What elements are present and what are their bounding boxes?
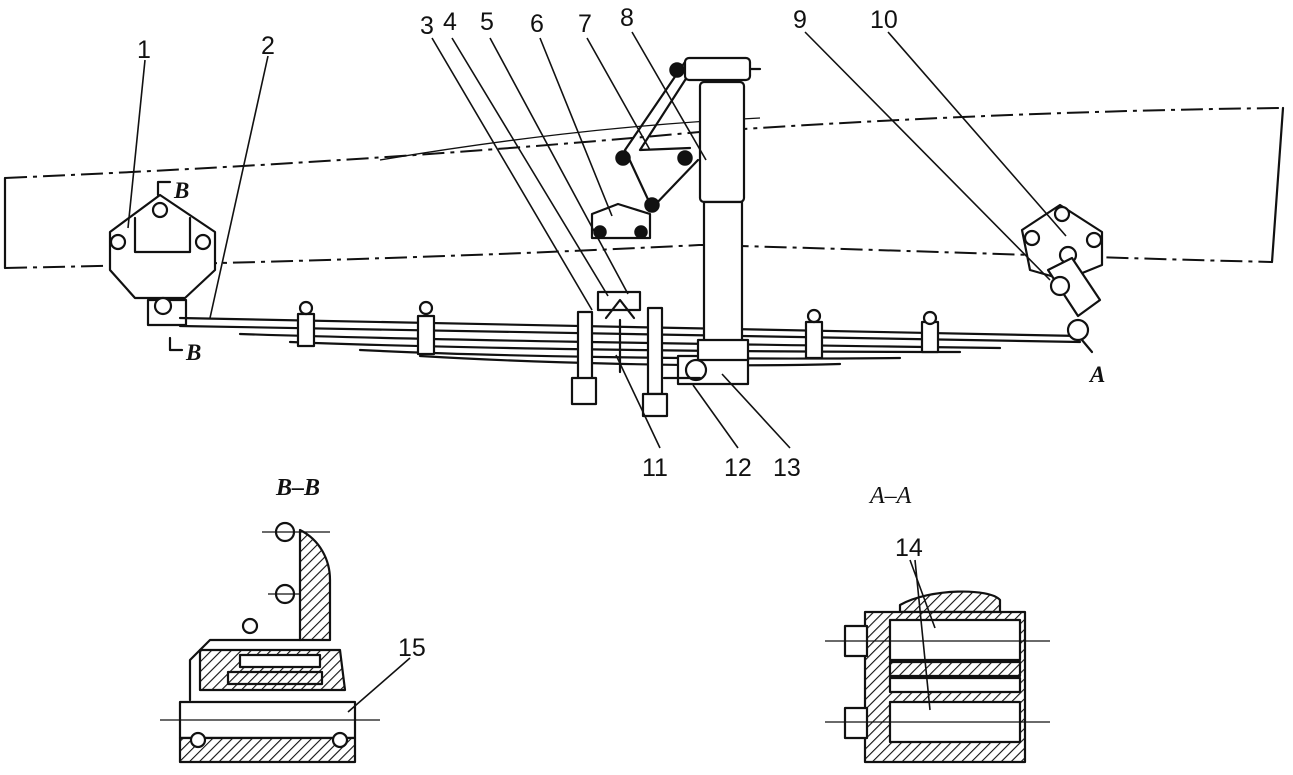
callout-labels: 1 2 3 4 5 6 7 8 9 10 11 12 13 14 15: [137, 4, 923, 662]
section-aa-view: [825, 559, 1050, 764]
u-bolts-and-saddle: [570, 290, 669, 418]
shock-absorber-bracket: [615, 58, 700, 213]
callout-9: 9: [793, 6, 807, 34]
callout-2: 2: [261, 32, 275, 60]
section-b-markers: [156, 180, 184, 352]
rebound-stop: [590, 202, 652, 240]
section-mark-b-bottom: B: [185, 340, 201, 365]
spring-clips: [296, 300, 940, 360]
callout-leaders: [127, 31, 1067, 449]
callout-13: 13: [773, 454, 801, 482]
callout-1: 1: [137, 36, 151, 64]
rear-shackle-bracket: [1020, 203, 1104, 354]
callout-14: 14: [895, 534, 923, 562]
section-mark-b-top: B: [173, 178, 189, 203]
section-title-aa: A–A: [868, 483, 912, 509]
callout-7: 7: [578, 10, 592, 38]
callout-11: 11: [642, 454, 668, 482]
callout-5: 5: [480, 8, 494, 36]
callout-8: 8: [620, 4, 634, 32]
section-title-bb: B–B: [275, 475, 320, 501]
callout-4: 4: [443, 8, 457, 36]
section-mark-labels: B B A B–B A–A: [173, 178, 1105, 509]
front-spring-bracket: [108, 193, 217, 327]
callout-12: 12: [724, 454, 752, 482]
callout-6: 6: [530, 10, 544, 38]
callout-15: 15: [398, 634, 426, 662]
shock-absorber: [683, 56, 762, 362]
section-bb-view: [160, 521, 411, 764]
callout-10: 10: [870, 6, 898, 34]
section-mark-a: A: [1088, 362, 1105, 387]
callout-3: 3: [420, 12, 434, 40]
